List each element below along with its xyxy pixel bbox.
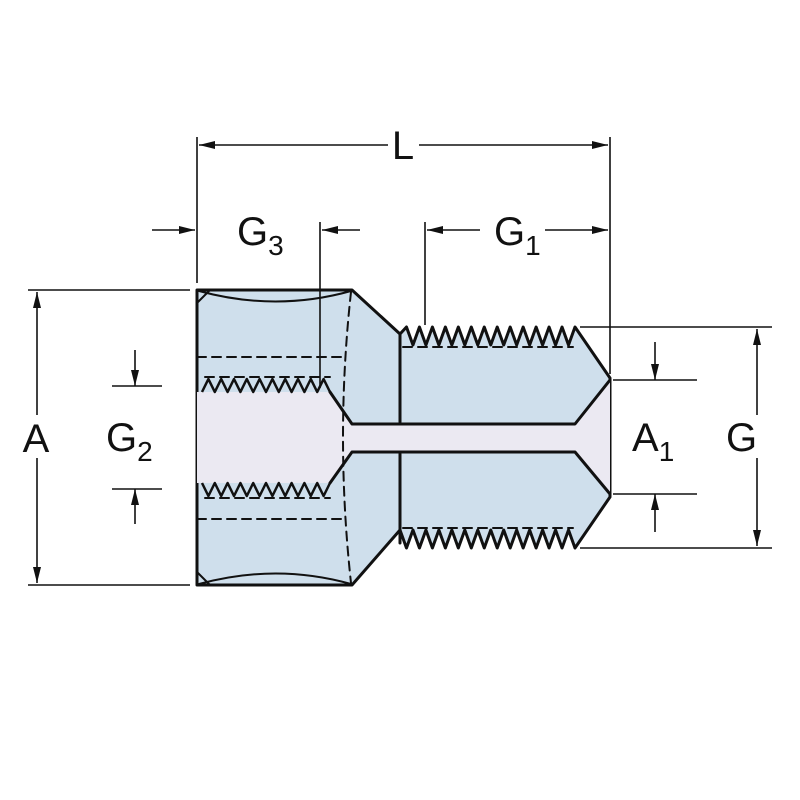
internal-thread-top	[200, 377, 332, 394]
dimension-G1: G1	[424, 210, 608, 325]
dim-label-G3: G3	[237, 210, 284, 261]
extension-lines-L	[196, 137, 611, 374]
dimension-G2: G2	[106, 350, 162, 524]
dim-label-L: L	[392, 124, 414, 168]
dim-label-G2: G2	[106, 416, 153, 467]
dimension-A: A	[23, 289, 190, 586]
extension-lines-G	[580, 326, 772, 549]
dimension-G: G	[580, 326, 772, 549]
dim-label-G1: G1	[494, 210, 541, 261]
extension-lines-A	[28, 289, 190, 586]
bore-edges	[328, 378, 612, 496]
dimension-A1: A1	[613, 342, 697, 532]
dim-label-A: A	[23, 417, 50, 461]
hex-chamfer-arcs	[196, 289, 352, 586]
dimension-G3: G3	[152, 210, 360, 388]
dim-label-A1: A1	[632, 416, 674, 467]
hidden-lines	[196, 291, 574, 584]
dimension-L: L	[196, 124, 611, 374]
internal-thread-bottom	[200, 481, 332, 498]
bore-cavity	[197, 380, 610, 494]
dim-label-G: G	[726, 416, 757, 460]
